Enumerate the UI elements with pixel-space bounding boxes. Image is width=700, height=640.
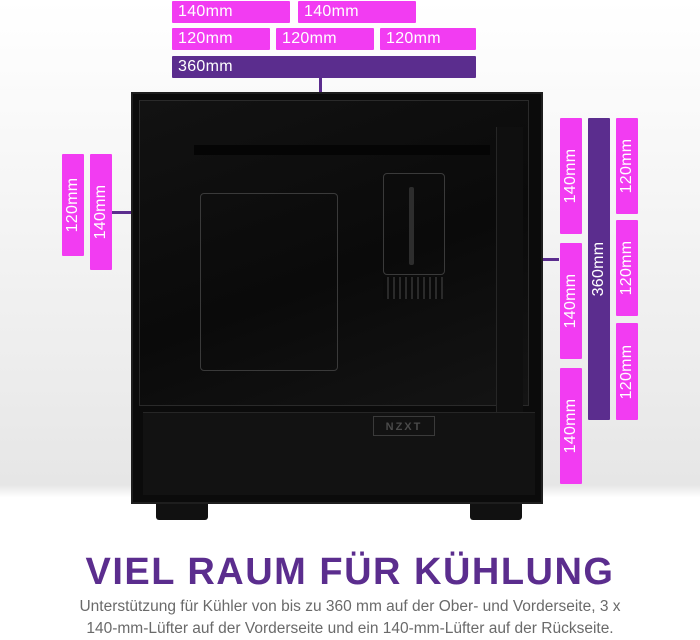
top-fan-tag-140-2: 140mm <box>298 1 416 23</box>
case-foot-left <box>156 504 208 520</box>
front-fan-tag-140-3: 140mm <box>560 368 582 484</box>
top-fan-bracket <box>194 145 490 155</box>
rear-fan-tag-140: 140mm <box>90 154 112 270</box>
front-fan-tag-120-3: 120mm <box>616 323 638 420</box>
top-radiator-tag-360: 360mm <box>172 56 476 78</box>
top-fan-tag-120-1: 120mm <box>172 28 270 50</box>
front-radiator-tag-360: 360mm <box>588 118 610 420</box>
front-fan-tag-120-1: 120mm <box>616 118 638 214</box>
rear-connector-line <box>112 211 134 214</box>
psu-shroud <box>143 412 535 495</box>
vent-grille <box>383 277 443 299</box>
top-fan-tag-120-2: 120mm <box>276 28 374 50</box>
headline: VIEL RAUM FÜR KÜHLUNG <box>85 551 615 593</box>
pc-case-image: NZXT <box>131 92 543 504</box>
motherboard-tray <box>200 193 338 371</box>
case-logo: NZXT <box>373 416 435 436</box>
subtitle-line-2: 140-mm-Lüfter auf der Vorderseite und ei… <box>86 620 614 637</box>
subtitle: Unterstützung für Kühler von bis zu 360 … <box>0 596 700 640</box>
top-fan-tag-120-3: 120mm <box>380 28 476 50</box>
front-fan-rail <box>496 127 523 417</box>
cable-management-cover <box>383 173 445 275</box>
case-foot-right <box>470 504 522 520</box>
cable-slot <box>409 187 414 265</box>
tempered-glass-panel <box>139 100 529 417</box>
subtitle-line-1: Unterstützung für Kühler von bis zu 360 … <box>79 598 621 615</box>
top-connector-line <box>319 78 322 94</box>
front-fan-tag-140-1: 140mm <box>560 118 582 234</box>
rear-fan-tag-120: 120mm <box>62 154 84 256</box>
front-fan-tag-120-2: 120mm <box>616 220 638 316</box>
front-connector-line <box>541 258 559 261</box>
top-fan-tag-140-1: 140mm <box>172 1 290 23</box>
front-fan-tag-140-2: 140mm <box>560 243 582 359</box>
